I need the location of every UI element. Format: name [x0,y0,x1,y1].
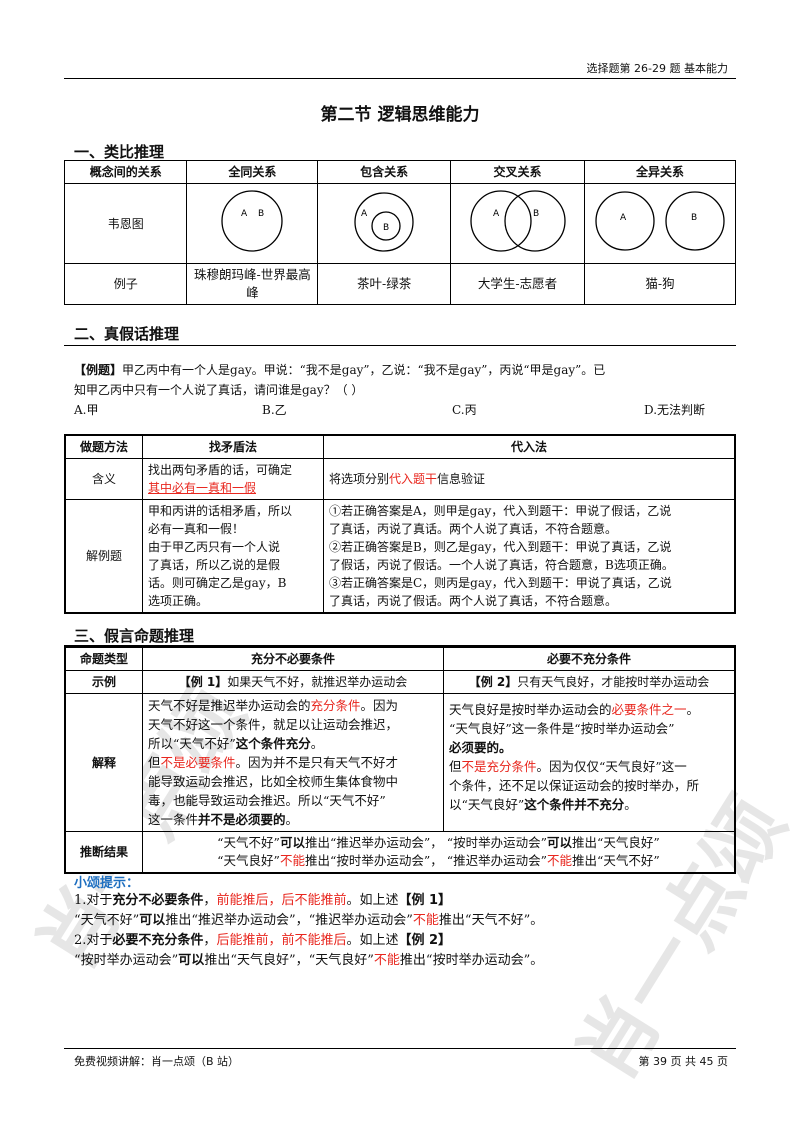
row-label-meaning: 含义 [64,458,143,500]
row-label-solve: 解例题 [64,499,143,614]
venn-identical: A B [186,183,319,264]
svg-text:B: B [383,223,389,233]
example-identical: 珠穆朗玛峰-世界最高峰 [186,263,319,305]
option-b: B.乙 [262,403,287,417]
substitution-meaning: 将选项分别代入题干信息验证 [323,458,736,500]
col-header-relation: 概念间的关系 [63,160,188,184]
section2-rule [64,345,736,346]
contra-meaning: 找出两句矛盾的话，可确定 其中必有一真和一假 [142,458,324,500]
footer-left: 免费视频讲解：肖一点颂（B 站） [74,1055,240,1068]
svg-text:A: A [493,209,500,219]
question-text: 【例题】甲乙丙中有一个人是gay。甲说：“我不是gay”，乙说：“我不是gay”… [74,363,606,397]
example-intersect: 大学生-志愿者 [450,263,585,305]
svg-text:A: A [241,209,248,219]
sufficient-explanation: 天气不好是推迟举办运动会的充分条件。因为 天气不好这一个条件，就足以让运动会推迟… [142,693,444,832]
option-d: D.无法判断 [644,403,706,417]
hypothetical-table: 命题类型 充分不必要条件 必要不充分条件 示例 【例 1】如果天气不好，就推迟举… [64,646,736,874]
svg-text:A: A [361,209,368,219]
col-header-sufficient: 充分不必要条件 [142,646,444,671]
svg-text:B: B [258,209,264,219]
section-heading-analogy: 一、类比推理 [74,143,165,161]
section-heading-hypothetical: 三、假言命题推理 [74,627,195,645]
option-a: A.甲 [74,403,99,417]
tip-1: 1.对于充分不必要条件，前能推后，后不能推前。如上述【例 1】 [74,893,452,908]
contra-solution: 甲和丙讲的话相矛盾，所以 必有一真和一假！ 由于甲乙丙只有一个人说 了真话，所以… [142,499,324,614]
venn-intersect: A B [450,183,585,264]
example-2: 【例 2】只有天气良好，才能按时举办运动会 [443,670,736,694]
svg-text:B: B [691,213,697,223]
svg-text:B: B [533,209,539,219]
col-header-contain: 包含关系 [317,160,452,184]
tip-2: 2.对于必要不充分条件，后能推前，前不能推后。如上述【例 2】 [74,933,452,948]
svg-text:A: A [620,213,627,223]
venn-contain: A B [317,183,452,264]
conclusion-text: “天气不好”可以推出“推迟举办运动会”， “按时举办运动会”可以推出“天气良好”… [142,831,736,874]
section-heading-truth: 二、真假话推理 [74,325,180,343]
col-header-necessary: 必要不充分条件 [443,646,736,671]
necessary-explanation: 天气良好是按时举办运动会的必要条件之一。 “天气良好”这一条件是“按时举办运动会… [443,693,736,832]
tips-heading: 小颂提示： [74,876,140,891]
col-header-type: 命题类型 [64,646,143,671]
col-header-contra: 找矛盾法 [142,434,324,459]
tip-1-detail: “天气不好”可以推出“推迟举办运动会”，“推迟举办运动会”不能推出“天气不好”。 [74,913,544,928]
venn-disjoint: A B [584,183,736,264]
footer-rule [64,1048,736,1049]
option-c: C.丙 [452,403,477,417]
row-label-example: 例子 [63,263,188,305]
col-header-method: 做题方法 [64,434,143,459]
row-label-conclusion: 推断结果 [64,831,143,874]
tips-body: 1.对于充分不必要条件，前能推后，后不能推前。如上述【例 1】 “天气不好”可以… [74,891,754,971]
example-1: 【例 1】如果天气不好，就推迟举办运动会 [142,670,444,694]
tip-2-detail: “按时举办运动会”可以推出“天气良好”，“天气良好”不能推出“按时举办运动会”。 [74,953,544,968]
page-header: 选择题第 26-29 题 基本能力 [586,62,728,75]
row-label-venn: 韦恩图 [63,183,188,264]
example-disjoint: 猫-狗 [584,263,736,305]
example-contain: 茶叶-绿茶 [317,263,452,305]
header-rule [64,78,736,79]
col-header-substitution: 代入法 [323,434,736,459]
col-header-intersect: 交叉关系 [450,160,585,184]
substitution-solution: ①若正确答案是A，则甲是gay，代入到题干：甲说了假话，乙说 了真话，丙说了真话… [323,499,736,614]
page-number: 第 39 页 共 45 页 [638,1055,728,1068]
truth-method-table: 做题方法 找矛盾法 代入法 含义 找出两句矛盾的话，可确定 其中必有一真和一假 … [64,434,736,614]
section3-rule [64,645,736,646]
row-label-example: 示例 [64,670,143,694]
col-header-disjoint: 全异关系 [584,160,736,184]
col-header-identical: 全同关系 [186,160,319,184]
page-title: 第二节 逻辑思维能力 [320,105,480,125]
row-label-explain: 解释 [64,693,143,832]
relations-table: 概念间的关系 全同关系 包含关系 交叉关系 全异关系 韦恩图 A B A B [63,160,736,305]
